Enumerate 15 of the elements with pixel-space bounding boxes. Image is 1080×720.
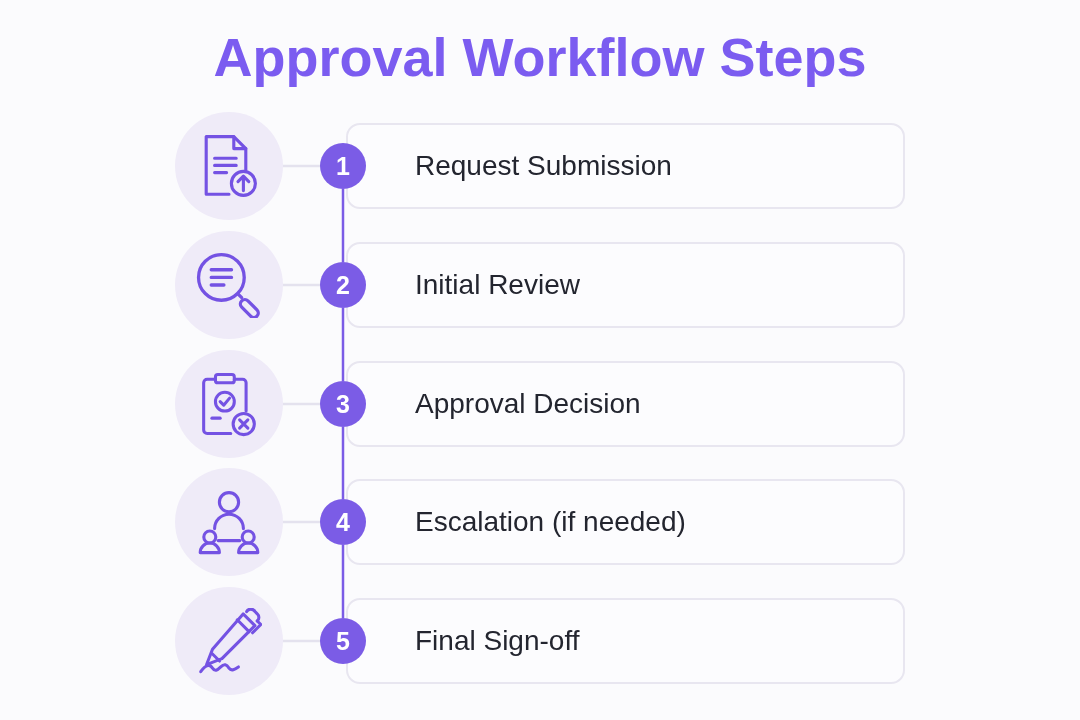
step-number: 5 (320, 618, 366, 664)
connector-line (341, 427, 345, 499)
step-title: Final Sign-off (415, 625, 580, 657)
step-number: 3 (320, 381, 366, 427)
step-title: Initial Review (415, 269, 580, 301)
step-number: 2 (320, 262, 366, 308)
title: Approval Workflow Steps (213, 26, 867, 89)
step-number: 1 (320, 143, 366, 189)
step-title: Approval Decision (415, 388, 641, 420)
step-number: 4 (320, 499, 366, 545)
step-title: Escalation (if needed) (415, 506, 686, 538)
connector-line (341, 545, 345, 618)
step-title: Request Submission (415, 150, 672, 182)
connector-line (341, 189, 345, 262)
connector-line (341, 308, 345, 381)
